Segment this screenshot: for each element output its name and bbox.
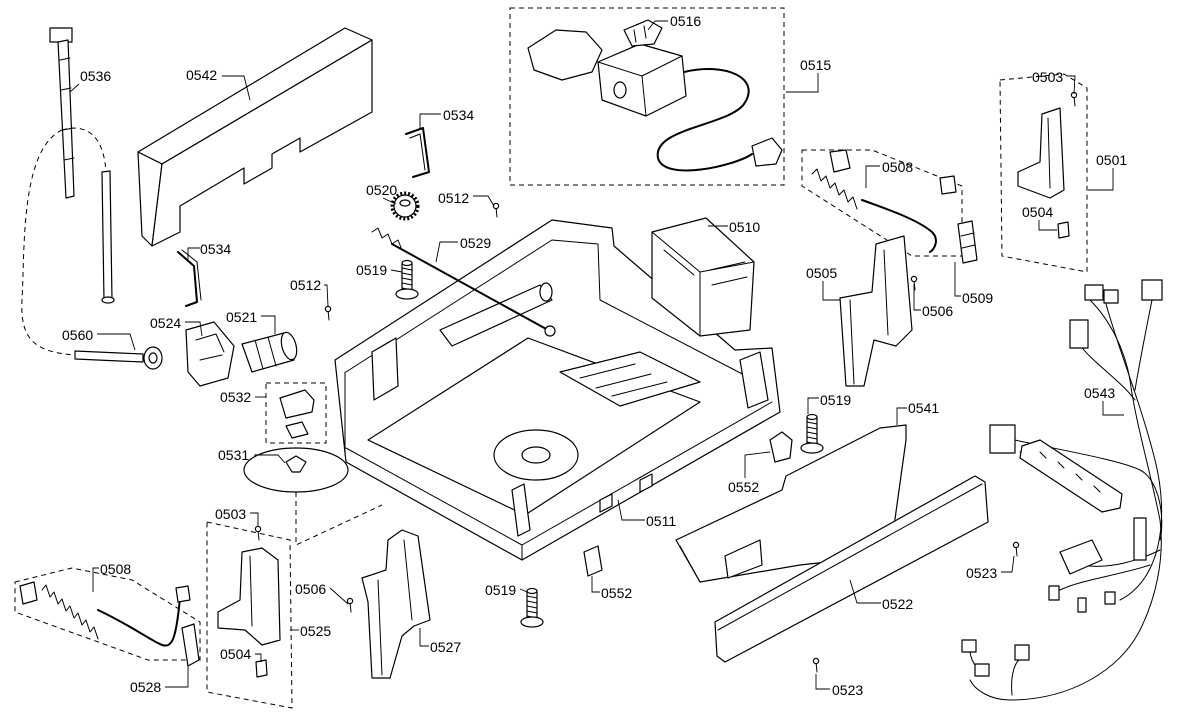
callout-0560: 0560 xyxy=(62,327,93,343)
screw-0519-lower xyxy=(520,587,544,628)
callout-0532: 0532 xyxy=(220,389,251,405)
callout-0519-middle: 0519 xyxy=(820,392,851,408)
callout-0508-upper: 0508 xyxy=(882,159,913,175)
callout-0525: 0525 xyxy=(300,623,331,639)
callout-0534-lower: 0534 xyxy=(200,241,231,257)
callout-0506-upper: 0506 xyxy=(922,303,953,319)
callout-0529: 0529 xyxy=(460,235,491,251)
clip-0552-upper xyxy=(769,431,793,463)
callout-0515: 0515 xyxy=(800,57,831,73)
callout-0523-upper: 0523 xyxy=(966,565,997,581)
callout-0504-upper: 0504 xyxy=(1022,204,1053,220)
callout-0541: 0541 xyxy=(908,400,939,416)
callout-0509: 0509 xyxy=(962,290,993,306)
callout-0534-upper: 0534 xyxy=(443,107,474,123)
rod-0529 xyxy=(371,227,556,337)
assembly-line xyxy=(295,492,383,546)
wire-harness-0543 xyxy=(961,279,1163,701)
kit-0515 xyxy=(509,7,785,186)
screw-0503-upper xyxy=(1070,91,1078,107)
callout-0531: 0531 xyxy=(218,447,249,463)
valve-bracket-0524 xyxy=(185,321,235,387)
gear-0520 xyxy=(390,191,420,221)
valve-0521 xyxy=(241,331,298,373)
screw-0519-upper xyxy=(395,259,419,300)
callout-0528: 0528 xyxy=(130,679,161,695)
supply-arm-0536 xyxy=(49,27,115,304)
screw-0523-upper xyxy=(1012,541,1020,557)
callout-0508-lower: 0508 xyxy=(100,561,131,577)
kit-0525 xyxy=(206,521,293,709)
hose-route xyxy=(21,129,76,356)
clip-0504-upper xyxy=(1057,221,1070,239)
clip-0552-lower xyxy=(583,545,603,577)
screw-0506-lower xyxy=(346,597,354,613)
callout-labels: 0536 0542 0516 0515 0503 0501 0504 0534 … xyxy=(62,13,1127,698)
callout-0543: 0543 xyxy=(1084,385,1115,401)
bracket-0534-upper xyxy=(405,127,430,178)
callout-0521: 0521 xyxy=(226,309,257,325)
bracket-0534-lower xyxy=(177,249,202,307)
callout-0523-lower: 0523 xyxy=(832,682,863,698)
kit-0501 xyxy=(999,73,1088,273)
part-0509 xyxy=(957,220,978,264)
part-0516 xyxy=(623,19,663,47)
screw-0523-lower xyxy=(812,657,820,673)
leader-lines xyxy=(69,20,1124,690)
callout-0520: 0520 xyxy=(366,182,397,198)
control-module-0510 xyxy=(651,217,755,337)
callout-0552-lower: 0552 xyxy=(601,585,632,601)
callout-0512-lower: 0512 xyxy=(290,277,321,293)
screw-0512-lower xyxy=(324,305,332,321)
screw-0519-middle xyxy=(800,413,824,454)
hinge-bracket-0505 xyxy=(839,235,913,387)
callout-0552-upper: 0552 xyxy=(728,479,759,495)
callout-0505: 0505 xyxy=(806,265,837,281)
foam-panel-0541 xyxy=(675,424,907,583)
callout-0501: 0501 xyxy=(1096,152,1127,168)
screw-0503-lower xyxy=(254,525,262,541)
callout-0524: 0524 xyxy=(150,315,181,331)
callout-0503-upper: 0503 xyxy=(1032,69,1063,85)
kit-0532 xyxy=(265,382,327,444)
panel-strip-0522 xyxy=(714,475,989,663)
callout-0512-upper: 0512 xyxy=(438,190,469,206)
callout-0503-lower: 0503 xyxy=(215,506,246,522)
callout-0536: 0536 xyxy=(80,68,111,84)
callout-0519-lower: 0519 xyxy=(485,582,516,598)
hose-route xyxy=(61,127,107,173)
kit-0508-lower xyxy=(14,567,201,661)
callout-0522: 0522 xyxy=(882,596,913,612)
callout-0527: 0527 xyxy=(430,639,461,655)
callout-0506-lower: 0506 xyxy=(295,581,326,597)
part-0528 xyxy=(181,623,200,667)
foam-panel-0542 xyxy=(137,27,373,247)
callout-0510: 0510 xyxy=(729,219,760,235)
tube-0560 xyxy=(74,346,163,370)
callout-0516: 0516 xyxy=(670,13,701,29)
callout-0511: 0511 xyxy=(646,513,676,529)
hinge-bracket-0527 xyxy=(361,529,431,679)
callout-0542: 0542 xyxy=(186,67,217,83)
clip-0504-lower xyxy=(255,659,268,678)
disc-0531 xyxy=(243,447,349,493)
callout-0504-lower: 0504 xyxy=(220,646,251,662)
callout-0519-upper: 0519 xyxy=(356,262,387,278)
